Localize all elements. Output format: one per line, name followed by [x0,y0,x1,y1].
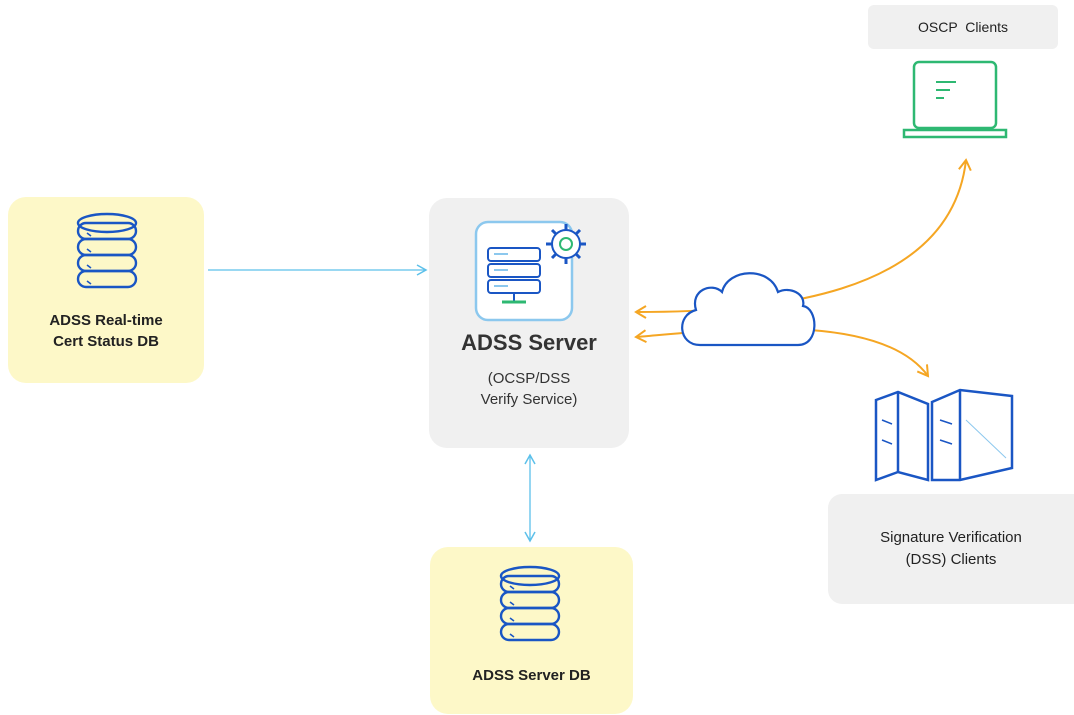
arrow-server-oscp [634,158,972,319]
server-db-label: ADSS Server DB [472,667,591,684]
oscp-clients-label: OSCP Clients [918,19,1008,35]
realtime-db-label-line2: Cert Status DB [53,333,159,350]
laptop-icon [902,60,1008,139]
dss-clients-label-line2: (DSS) Clients [905,551,997,568]
server-gear-icon [474,220,586,322]
realtime-db-label-line1: ADSS Real-time [49,312,163,329]
dss-clients-label: Signature Verification (DSS) Clients [828,527,1074,571]
oscp-clients-label-box [868,5,1058,49]
server-subtitle-line2: Verify Service) [480,391,578,408]
realtime-db-box [8,197,204,383]
server-subtitle: (OCSP/DSS Verify Service) [429,368,629,410]
realtime-db-label: ADSS Real-time Cert Status DB [8,310,204,352]
dss-clients-label-line1: Signature Verification [880,529,1022,546]
server-towers-icon [874,388,1014,482]
database-icon [76,212,138,289]
server-title: ADSS Server [461,330,597,355]
cloud-icon [681,272,816,347]
server-subtitle-line1: (OCSP/DSS [487,370,571,387]
database-icon [499,565,561,642]
dss-clients-label-box [828,494,1074,604]
